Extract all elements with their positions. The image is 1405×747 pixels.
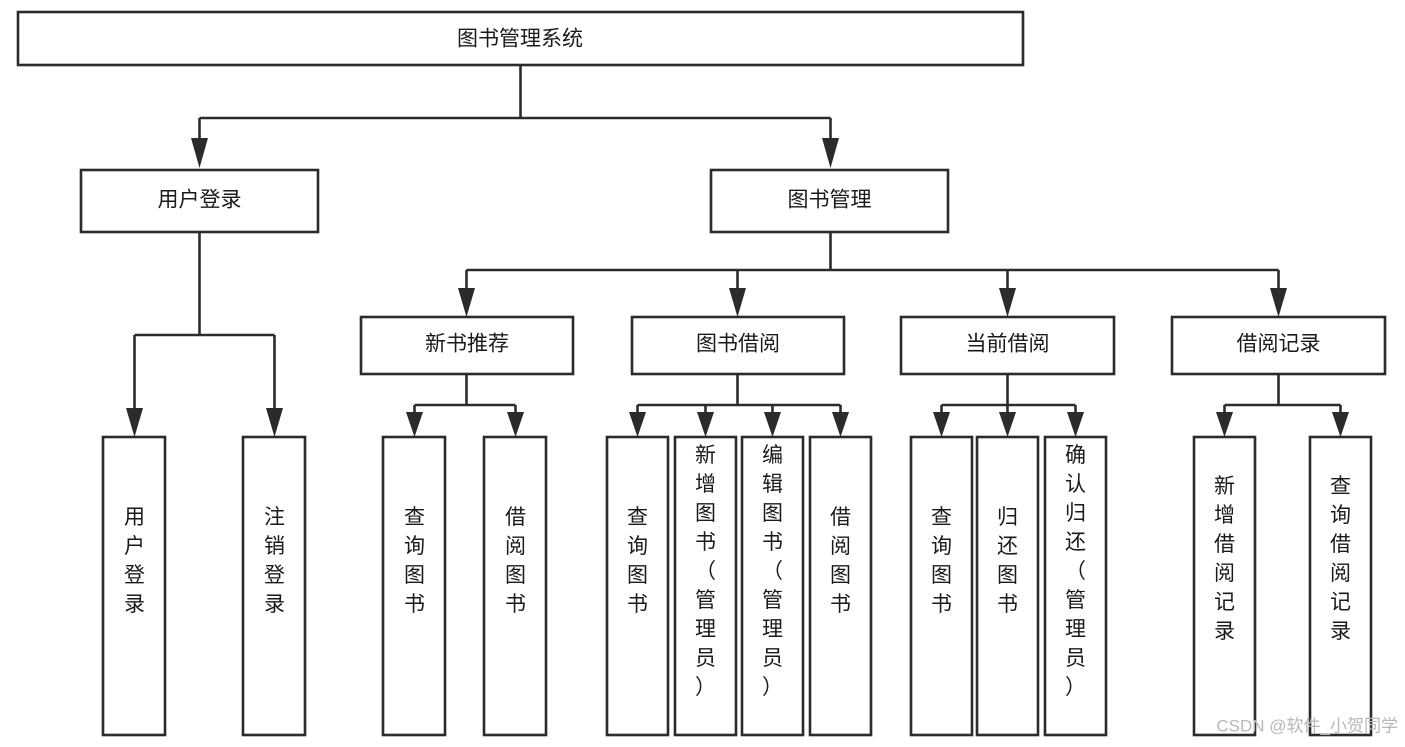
arrow-user-login-leaf-1 bbox=[126, 408, 143, 437]
leaf-book-borrow-borrow[interactable]: 借阅图书 bbox=[808, 435, 873, 737]
arrow-book-manage-to-borrow-record bbox=[1270, 288, 1287, 317]
arrow-current-borrow-leaf-1 bbox=[933, 412, 950, 437]
node-label-current-borrow: 当前借阅 bbox=[966, 333, 1050, 356]
arrow-book-borrow-leaf-1 bbox=[629, 412, 646, 437]
arrow-book-borrow-leaf-4 bbox=[832, 412, 849, 437]
node-current-borrow[interactable]: 当前借阅 bbox=[899, 315, 1116, 376]
leaf-current-borrow-return[interactable]: 归还图书 bbox=[975, 435, 1040, 737]
leaf-label-user-login-login: 用户登录 bbox=[124, 506, 145, 616]
arrow-root-to-user-login bbox=[191, 138, 208, 168]
leaf-box-book-borrow-query[interactable] bbox=[605, 435, 670, 737]
node-book-management[interactable]: 图书管理 bbox=[709, 168, 950, 234]
leaf-label-new-book-query: 查询图书 bbox=[404, 506, 425, 616]
arrow-book-manage-to-book-borrow bbox=[729, 288, 746, 317]
leaf-book-borrow-add[interactable]: 新增图书（管理员） bbox=[673, 435, 738, 737]
leaf-box-book-borrow-edit[interactable] bbox=[740, 435, 805, 737]
node-new-book-recommend[interactable]: 新书推荐 bbox=[359, 315, 575, 376]
node-box-book-borrow[interactable] bbox=[630, 315, 846, 376]
node-box-new-book-recommend[interactable] bbox=[359, 315, 575, 376]
leaf-borrow-record-query[interactable]: 查询借阅记录 bbox=[1308, 435, 1373, 737]
leaf-current-borrow-confirm[interactable]: 确认归还（管理员） bbox=[1043, 435, 1108, 737]
leaf-borrow-record-add[interactable]: 新增借阅记录 bbox=[1192, 435, 1257, 737]
leaf-box-new-book-borrow[interactable] bbox=[482, 435, 548, 737]
leaf-box-borrow-record-query[interactable] bbox=[1308, 435, 1373, 737]
leaf-label-book-borrow-query: 查询图书 bbox=[627, 506, 648, 616]
csdn-watermark: CSDN @软件_小贺同学 bbox=[1216, 716, 1398, 735]
arrow-new-book-leaf-2 bbox=[507, 412, 524, 437]
node-label-new-book-recommend: 新书推荐 bbox=[425, 333, 509, 356]
node-box-borrow-record[interactable] bbox=[1170, 315, 1387, 376]
leaf-user-login-logout[interactable]: 注销登录 bbox=[241, 435, 307, 737]
node-label-book-borrow: 图书借阅 bbox=[696, 333, 780, 356]
leaf-box-new-book-query[interactable] bbox=[381, 435, 447, 737]
arrow-current-borrow-leaf-3 bbox=[1067, 412, 1084, 437]
node-box-root[interactable] bbox=[16, 10, 1025, 67]
arrow-new-book-leaf-1 bbox=[406, 412, 423, 437]
node-box-current-borrow[interactable] bbox=[899, 315, 1116, 376]
leaf-box-user-login-logout[interactable] bbox=[241, 435, 307, 737]
node-label-borrow-record: 借阅记录 bbox=[1237, 333, 1321, 356]
leaf-box-current-borrow-query[interactable] bbox=[909, 435, 974, 737]
arrow-current-borrow-leaf-2 bbox=[999, 412, 1016, 437]
leaf-book-borrow-query[interactable]: 查询图书 bbox=[605, 435, 670, 737]
leaf-label-current-borrow-query: 查询图书 bbox=[931, 506, 952, 616]
node-label-root: 图书管理系统 bbox=[457, 28, 583, 51]
leaf-box-user-login-login[interactable] bbox=[101, 435, 167, 737]
node-root-book-management-system[interactable]: 图书管理系统 bbox=[16, 10, 1025, 67]
leaf-new-book-borrow[interactable]: 借阅图书 bbox=[482, 435, 548, 737]
leaf-label-user-login-logout: 注销登录 bbox=[264, 506, 285, 616]
arrow-borrow-record-leaf-1 bbox=[1216, 412, 1233, 437]
leaf-book-borrow-edit[interactable]: 编辑图书（管理员） bbox=[740, 435, 805, 737]
node-user-login[interactable]: 用户登录 bbox=[79, 168, 320, 234]
arrow-borrow-record-leaf-2 bbox=[1332, 412, 1349, 437]
node-borrow-record[interactable]: 借阅记录 bbox=[1170, 315, 1387, 376]
leaf-current-borrow-query[interactable]: 查询图书 bbox=[909, 435, 974, 737]
node-book-borrow[interactable]: 图书借阅 bbox=[630, 315, 846, 376]
arrow-book-borrow-leaf-3 bbox=[764, 412, 781, 437]
arrow-book-borrow-leaf-2 bbox=[697, 412, 714, 437]
node-label-book-management: 图书管理 bbox=[788, 189, 872, 212]
leaf-label-book-borrow-edit: 编辑图书（管理员） bbox=[762, 444, 783, 699]
leaf-label-current-borrow-confirm: 确认归还（管理员） bbox=[1065, 444, 1086, 699]
connector-layer bbox=[126, 65, 1349, 437]
node-box-user-login[interactable] bbox=[79, 168, 320, 234]
leaf-box-current-borrow-confirm[interactable] bbox=[1043, 435, 1108, 737]
leaf-box-borrow-record-add[interactable] bbox=[1192, 435, 1257, 737]
leaf-user-login-login[interactable]: 用户登录 bbox=[101, 435, 167, 737]
arrow-book-manage-to-current-borrow bbox=[999, 288, 1016, 317]
leaf-box-book-borrow-borrow[interactable] bbox=[808, 435, 873, 737]
leaf-label-borrow-record-add: 新增借阅记录 bbox=[1214, 475, 1235, 643]
arrow-book-manage-to-new-book bbox=[458, 288, 475, 317]
leaf-label-current-borrow-return: 归还图书 bbox=[997, 506, 1018, 616]
node-box-book-management[interactable] bbox=[709, 168, 950, 234]
leaf-label-new-book-borrow: 借阅图书 bbox=[505, 506, 526, 616]
arrow-root-to-book-manage bbox=[822, 138, 839, 168]
leaf-label-book-borrow-borrow: 借阅图书 bbox=[830, 506, 851, 616]
node-label-user-login: 用户登录 bbox=[158, 189, 242, 212]
leaf-box-current-borrow-return[interactable] bbox=[975, 435, 1040, 737]
leaf-label-book-borrow-add: 新增图书（管理员） bbox=[695, 444, 716, 699]
leaf-label-borrow-record-query: 查询借阅记录 bbox=[1330, 475, 1351, 643]
leaf-box-book-borrow-add[interactable] bbox=[673, 435, 738, 737]
arrow-user-login-leaf-2 bbox=[266, 408, 283, 437]
leaf-new-book-query[interactable]: 查询图书 bbox=[381, 435, 447, 737]
